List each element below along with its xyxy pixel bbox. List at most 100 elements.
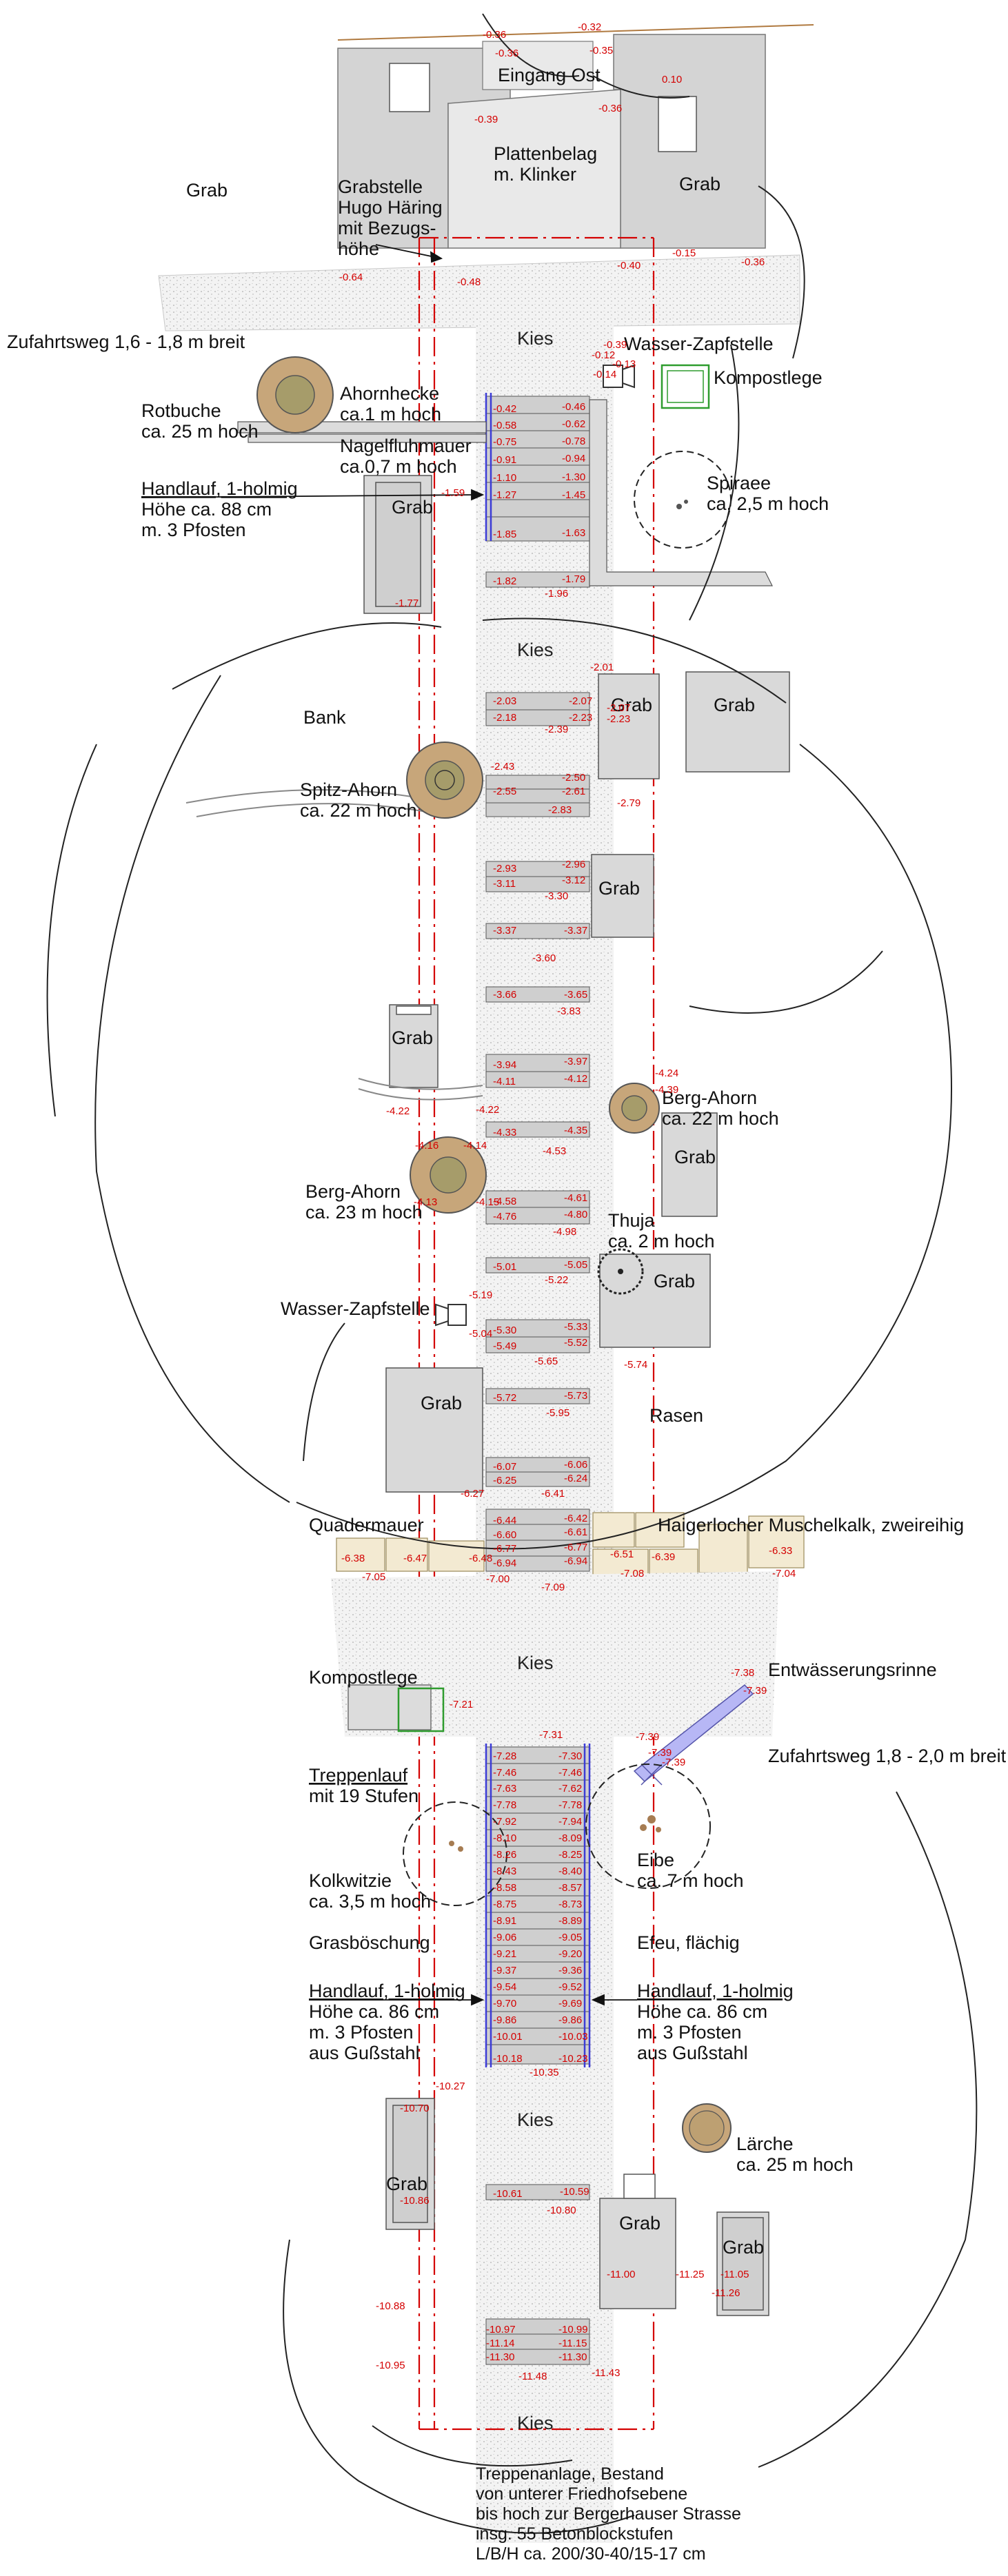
elevation-label: -9.36 <box>558 1965 582 1976</box>
label-treppenlauf-2: mit 19 Stufen <box>309 1786 419 1806</box>
elevation-label: -10.88 <box>376 2300 405 2312</box>
elevation-label: -4.16 <box>415 1140 439 1152</box>
elevation-label: -0.32 <box>578 21 601 33</box>
elevation-label: -8.57 <box>558 1882 582 1894</box>
elevation-label: -8.10 <box>493 1832 516 1844</box>
elevation-label: -10.95 <box>376 2360 405 2371</box>
label-handlauf-right-4: aus Gußstahl <box>637 2043 748 2063</box>
elevation-label: -4.61 <box>564 1192 587 1204</box>
water-tap-top-icon <box>603 364 635 389</box>
elevation-label: -7.46 <box>493 1767 516 1779</box>
elevation-label: -2.23 <box>607 713 630 725</box>
handrails <box>485 393 591 2067</box>
label-rasen: Rasen <box>649 1405 703 1426</box>
elevation-label: -8.26 <box>493 1849 516 1861</box>
elevation-label: -2.79 <box>617 797 641 809</box>
graves <box>363 475 790 2316</box>
elevation-label: -11.48 <box>518 2371 547 2382</box>
label-spiraee-1: Spiraee <box>707 473 771 493</box>
elevation-label: -7.04 <box>772 1568 796 1580</box>
elevation-label: -4.35 <box>564 1125 587 1136</box>
elevation-label: -7.94 <box>558 1816 582 1828</box>
elevation-label: -4.80 <box>564 1209 587 1220</box>
grab-10 <box>599 2198 676 2309</box>
elevation-label: -6.38 <box>341 1553 365 1564</box>
label-footer-2: von unterer Friedhofsebene <box>476 2484 687 2504</box>
elevation-label: -8.89 <box>558 1915 582 1927</box>
elevation-label: -1.59 <box>441 487 465 499</box>
elevation-label: -5.01 <box>493 1261 516 1273</box>
elevation-label: -3.37 <box>564 925 587 937</box>
elevation-label: -2.83 <box>548 804 572 816</box>
elevation-label: -0.78 <box>562 436 585 447</box>
elevation-label: -9.52 <box>558 1981 582 1993</box>
label-wasser-zapfstelle-top: Wasser-Zapfstelle <box>624 334 774 354</box>
label-grab-top-right: Grab <box>679 174 720 194</box>
elevation-label: -10.97 <box>486 2324 516 2335</box>
elevation-label: -1.77 <box>395 597 419 609</box>
elevation-label: -5.30 <box>493 1325 516 1336</box>
label-handlauf-left-3: m. 3 Pfosten <box>309 2022 414 2043</box>
elevation-label: -7.30 <box>558 1750 582 1762</box>
elevation-label: -10.35 <box>530 2067 559 2078</box>
elevation-label: -4.24 <box>655 1067 678 1079</box>
elevation-label: 0.10 <box>662 74 682 85</box>
elevation-label: -1.63 <box>562 527 585 539</box>
kompostlege-top-box <box>661 364 710 409</box>
elevation-label: -7.63 <box>493 1783 516 1795</box>
laerche-tree-icon <box>682 2103 732 2153</box>
elevation-label: -6.77 <box>493 1543 516 1555</box>
label-ahornhecke-2: ca.1 m hoch <box>340 404 441 425</box>
elevation-label: -2.61 <box>562 786 585 797</box>
label-grab-11: Grab <box>723 2237 764 2258</box>
elevation-label: -1.79 <box>562 573 585 585</box>
elevation-label: -3.37 <box>493 925 516 937</box>
label-footer-5: L/B/H ca. 200/30-40/15-17 cm <box>476 2544 706 2564</box>
elevation-label: -0.39 <box>474 114 498 125</box>
elevation-label: -0.14 <box>593 369 616 380</box>
elevation-label: -0.13 <box>612 358 636 370</box>
label-handlauf-right-3: m. 3 Pfosten <box>637 2022 742 2043</box>
rotbuche-tree-icon <box>256 356 334 433</box>
elevation-label: -9.86 <box>493 2014 516 2026</box>
labels: Eingang Ost Plattenbelag m. Klinker Grab… <box>7 65 1007 2564</box>
elevation-label: -7.39 <box>743 1685 767 1697</box>
elevation-label: -11.30 <box>558 2351 587 2363</box>
elevation-label: -2.07 <box>607 702 630 714</box>
elevation-label: -6.51 <box>610 1548 634 1560</box>
elevation-label: -1.96 <box>545 588 568 600</box>
elevation-label: -11.05 <box>720 2269 749 2280</box>
elevation-label: -5.65 <box>534 1356 558 1367</box>
elevation-label: -3.94 <box>493 1059 516 1071</box>
elevation-label: -4.33 <box>493 1127 516 1138</box>
stair-flights <box>485 396 590 2365</box>
elevation-label: -4.76 <box>493 1211 516 1223</box>
elevation-label: -7.09 <box>541 1582 565 1593</box>
label-berg-ahorn-right-2: ca. 22 m hoch <box>662 1108 779 1129</box>
label-grab-4: Grab <box>598 878 640 899</box>
berg-ahorn-right-tree-icon <box>609 1083 660 1134</box>
elevation-label: -2.01 <box>590 662 614 673</box>
label-grabstelle-4: höhe <box>338 238 379 259</box>
elevation-label: -9.37 <box>493 1965 516 1976</box>
elevation-label: -6.06 <box>564 1459 587 1471</box>
label-handlauf-right-2: Höhe ca. 86 cm <box>637 2001 767 2022</box>
elevation-label: -8.73 <box>558 1899 582 1910</box>
elevation-label: -2.43 <box>491 761 514 773</box>
elevation-label: -1.45 <box>562 489 585 501</box>
elevation-label: -3.11 <box>493 878 516 890</box>
label-thuja-1: Thuja <box>608 1210 656 1231</box>
elevation-label: -0.42 <box>493 403 516 415</box>
elevation-label: -10.80 <box>547 2205 576 2216</box>
elevation-label: -0.15 <box>672 247 696 259</box>
label-footer-4: insg. 55 Betonblockstufen <box>476 2524 673 2544</box>
elevation-label: -7.78 <box>493 1799 516 1811</box>
label-kies-4: Kies <box>517 2109 554 2130</box>
elevation-label: -0.46 <box>562 401 585 413</box>
label-handlauf-top-3: m. 3 Pfosten <box>141 520 246 540</box>
elevation-label: -10.61 <box>493 2188 523 2200</box>
label-ahornhecke-1: Ahornhecke <box>340 383 439 404</box>
kompostlege-low-box <box>347 1684 432 1730</box>
elevation-label: -9.70 <box>493 1998 516 2010</box>
elevation-label: -10.59 <box>560 2186 589 2198</box>
